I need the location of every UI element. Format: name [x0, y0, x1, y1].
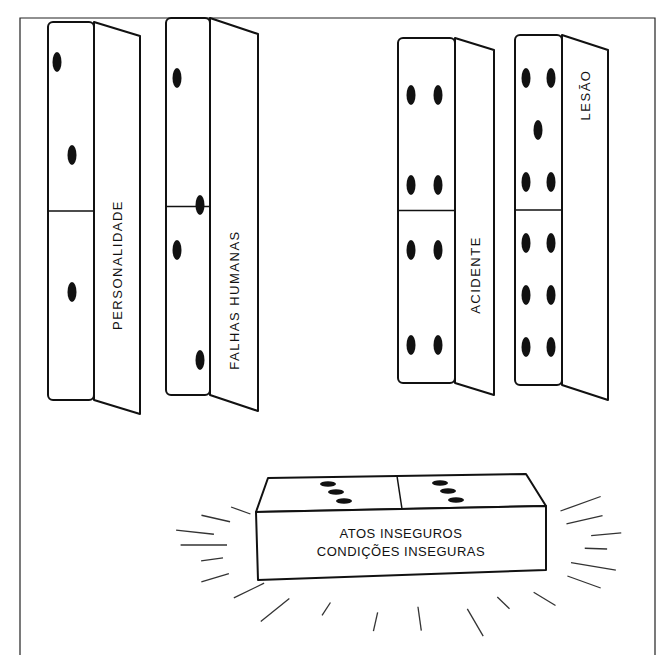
domino-pip	[407, 335, 416, 355]
lying-domino	[176, 474, 621, 636]
domino-pip	[173, 240, 182, 260]
glow-line	[571, 563, 616, 571]
glow-line	[585, 548, 607, 550]
domino-front	[256, 506, 546, 580]
domino-pip	[534, 120, 543, 140]
domino-face	[398, 38, 455, 383]
domino-label-box: LESÃO	[564, 62, 606, 129]
glow-line	[591, 533, 621, 536]
domino-pip	[407, 240, 416, 260]
domino-pip	[407, 175, 416, 195]
domino-label-box: PERSONALIDADE	[96, 192, 138, 338]
domino-pip	[173, 68, 182, 88]
domino-divider	[397, 476, 402, 509]
domino-divider	[515, 209, 562, 211]
glow-line	[201, 574, 229, 582]
domino-pip	[547, 337, 556, 357]
domino-pip	[68, 282, 77, 302]
domino-label: LESÃO	[578, 70, 593, 121]
domino-piece	[166, 18, 258, 411]
domino-pip	[547, 285, 556, 305]
glow-line	[181, 544, 227, 545]
domino-side	[210, 18, 258, 411]
glow-line	[201, 515, 230, 521]
domino-label-box: FALHAS HUMANAS	[212, 222, 256, 377]
glow-line	[418, 607, 421, 631]
domino-face	[48, 22, 94, 400]
glow-line	[322, 602, 330, 615]
domino-pip	[68, 145, 77, 165]
glow-line	[560, 497, 600, 512]
domino-pip	[196, 195, 205, 215]
glow-line	[234, 583, 264, 598]
glow-line	[497, 597, 509, 609]
domino-pip	[434, 85, 443, 105]
glow-line	[261, 599, 290, 622]
domino-pip	[432, 480, 448, 486]
glow-line	[566, 516, 602, 524]
domino-pip	[522, 233, 531, 253]
domino-pip	[440, 488, 456, 494]
domino-pip	[434, 175, 443, 195]
domino-face	[166, 18, 210, 395]
domino-pip	[53, 52, 62, 72]
domino-pip	[547, 172, 556, 192]
domino-pip	[196, 350, 205, 370]
domino-pip	[320, 481, 336, 487]
domino-pip	[434, 240, 443, 260]
domino-label: ATOS INSEGUROS	[307, 525, 495, 543]
domino-piece	[398, 38, 494, 395]
glow-line	[567, 576, 600, 588]
glow-line	[467, 609, 483, 636]
domino-pip	[448, 497, 464, 503]
domino-front-box: ATOS INSEGUROSCONDIÇÕES INSEGURAS	[307, 522, 495, 564]
domino-label: FALHAS HUMANAS	[227, 230, 242, 369]
glow-line	[373, 612, 377, 631]
domino-divider	[398, 210, 455, 212]
domino-pip	[522, 172, 531, 192]
domino-divider	[48, 210, 94, 212]
glow-line	[231, 507, 250, 514]
domino-label: CONDIÇÕES INSEGURAS	[307, 543, 495, 561]
domino-pip	[522, 285, 531, 305]
domino-label: PERSONALIDADE	[110, 200, 125, 330]
domino-side	[455, 38, 494, 395]
glow-line	[201, 558, 223, 561]
domino-pip	[407, 85, 416, 105]
domino-pip	[328, 489, 344, 495]
domino-piece	[515, 35, 608, 400]
domino-pip	[434, 335, 443, 355]
domino-label: ACIDENTE	[467, 236, 482, 314]
domino-face	[515, 35, 562, 385]
domino-pip	[522, 68, 531, 88]
domino-pip	[547, 68, 556, 88]
domino-side	[562, 35, 608, 400]
frame-line	[20, 18, 655, 655]
domino-pip	[336, 498, 352, 504]
domino-side	[94, 22, 140, 414]
domino-pip	[547, 233, 556, 253]
glow-line	[176, 530, 214, 534]
domino-piece	[48, 22, 140, 414]
glow-line	[534, 592, 556, 605]
domino-label-box: ACIDENTE	[457, 228, 492, 322]
domino-pip	[522, 337, 531, 357]
